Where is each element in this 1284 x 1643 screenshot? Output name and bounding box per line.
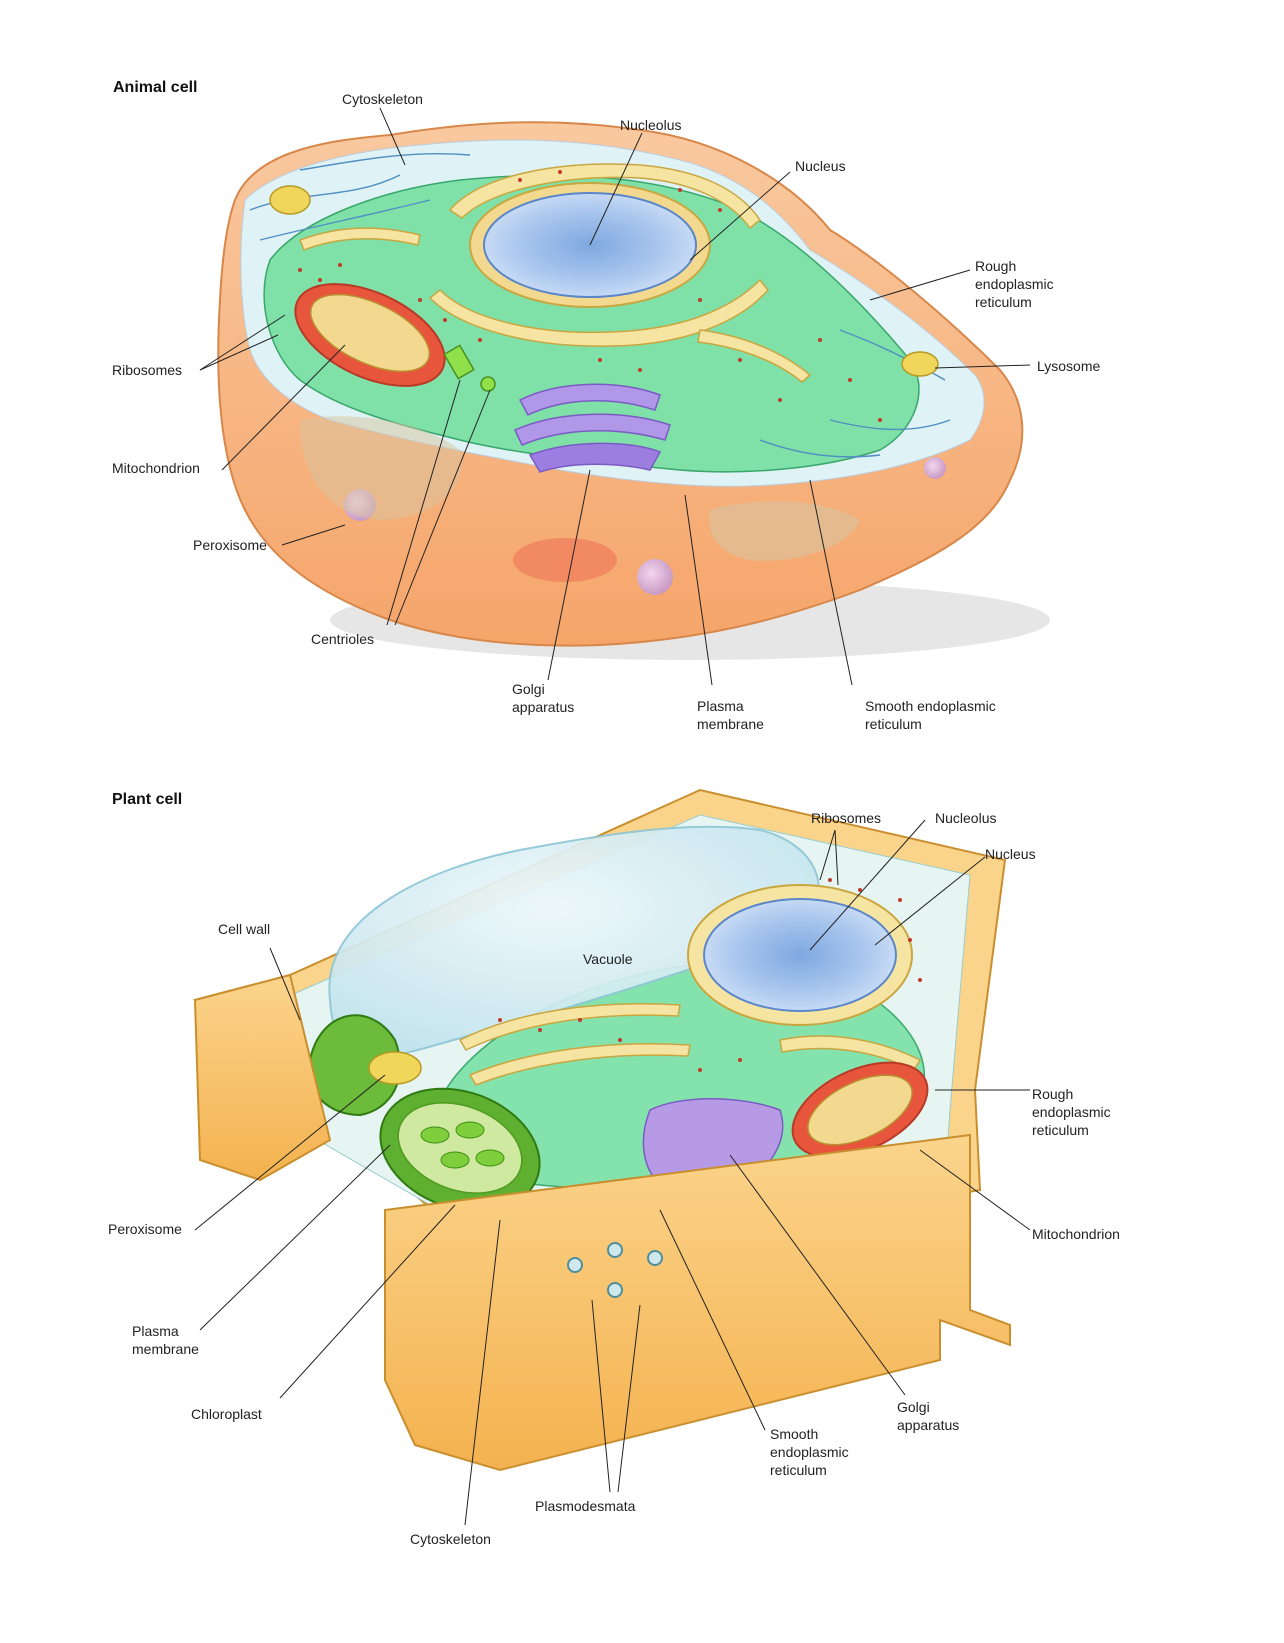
plant-label-ribosomes: Ribosomes xyxy=(811,810,882,826)
plant-plasmodesmata-shape xyxy=(567,1242,663,1298)
plant-label-cell-wall: Cell wall xyxy=(218,921,271,937)
plant-cell-wall-front xyxy=(384,1133,1011,1472)
animal-label-nucleolus: Nucleolus xyxy=(620,117,682,133)
animal-label-plasma-membrane: Plasma membrane xyxy=(697,698,764,732)
animal-label-cytoskeleton: Cytoskeleton xyxy=(342,91,423,107)
animal-leader-lines xyxy=(199,107,1031,686)
plant-label-mitochondrion: Mitochondrion xyxy=(1032,1226,1120,1242)
plant-peroxisome-shape xyxy=(368,1051,422,1085)
plant-cell-illustration xyxy=(192,788,1011,1472)
animal-golgi-shape xyxy=(513,383,671,473)
plant-label-nucleus: Nucleus xyxy=(985,846,1036,862)
animal-label-centrioles: Centrioles xyxy=(311,631,375,647)
plant-label-golgi: Golgi apparatus xyxy=(897,1399,960,1433)
plant-label-nucleolus: Nucleolus xyxy=(935,810,997,826)
animal-label-mitochondrion: Mitochondrion xyxy=(112,460,200,476)
plant-label-smooth-er: Smooth endoplasmic reticulum xyxy=(770,1426,849,1478)
plant-label-peroxisome: Peroxisome xyxy=(108,1221,182,1237)
plant-label-chloroplast: Chloroplast xyxy=(191,1406,262,1422)
plant-cell-title: Plant cell xyxy=(112,791,183,808)
animal-label-lysosome: Lysosome xyxy=(1037,358,1101,374)
plant-label-plasmodesmata: Plasmodesmata xyxy=(535,1498,636,1514)
plant-label-plasma-membrane: Plasma membrane xyxy=(132,1323,199,1357)
plant-label-rough-er: Rough endoplasmic reticulum xyxy=(1032,1086,1111,1138)
animal-label-smooth-er: Smooth endoplasmic reticulum xyxy=(865,698,996,732)
animal-label-golgi: Golgi apparatus xyxy=(512,681,575,715)
plant-leader-lines xyxy=(194,819,1031,1526)
animal-label-ribosomes: Ribosomes xyxy=(112,362,183,378)
plant-label-cytoskeleton: Cytoskeleton xyxy=(410,1531,491,1547)
animal-cell-title: Animal cell xyxy=(113,79,198,96)
animal-label-peroxisome: Peroxisome xyxy=(193,537,267,553)
animal-label-rough-er: Rough endoplasmic reticulum xyxy=(975,258,1054,310)
animal-lysosome-shape xyxy=(901,351,939,377)
plant-label-vacuole: Vacuole xyxy=(583,951,633,967)
animal-label-nucleus: Nucleus xyxy=(795,158,846,174)
animal-cell-illustration xyxy=(217,121,1050,660)
animal-centriole-shape xyxy=(443,344,475,380)
